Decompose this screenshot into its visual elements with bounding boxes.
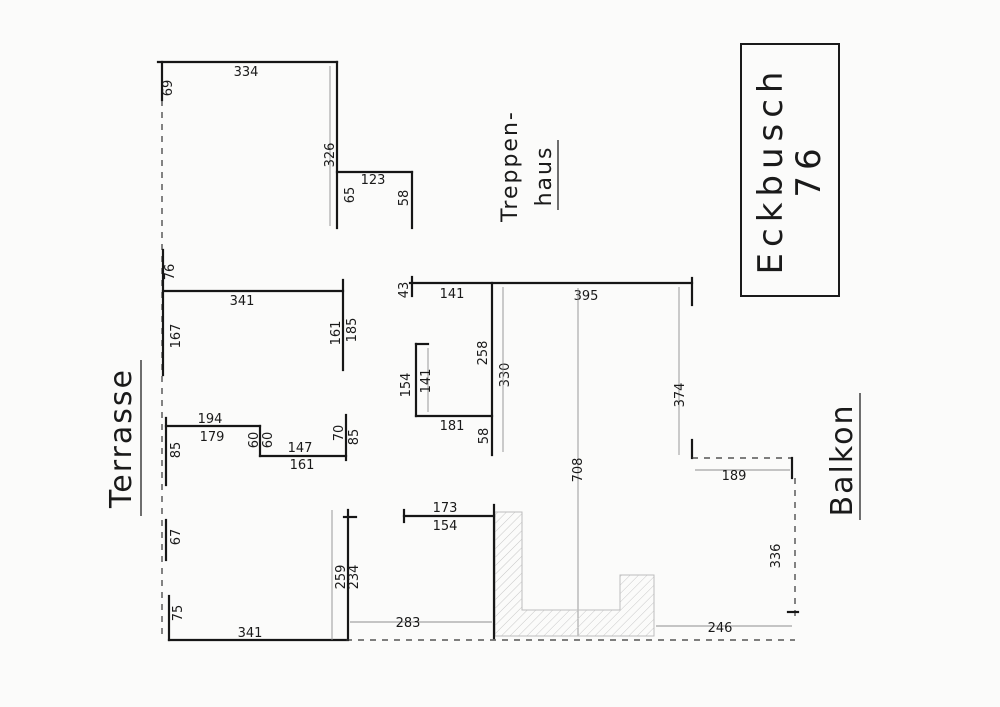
dim-label-330: 330	[498, 363, 513, 388]
dim-label-374: 374	[673, 383, 688, 408]
label-stairwell-1: Treppen-	[498, 110, 523, 223]
dim-label-60b: 60	[261, 432, 276, 449]
dim-label-181: 181	[440, 419, 465, 434]
dim-label-395: 395	[574, 289, 599, 304]
label-balcony: Balkon	[825, 404, 860, 517]
dim-label-85b: 85	[347, 429, 362, 446]
label-terrace: Terrasse	[104, 368, 139, 509]
dim-label-341a: 341	[230, 294, 255, 309]
dim-label-60a: 60	[247, 432, 262, 449]
dim-label-258: 258	[476, 341, 491, 366]
dim-label-167: 167	[169, 324, 184, 349]
dim-label-234: 234	[347, 565, 362, 590]
dim-label-708: 708	[571, 458, 586, 483]
dim-label-141b: 141	[419, 369, 434, 394]
dim-label-154a: 154	[399, 373, 414, 398]
dim-label-67: 67	[169, 529, 184, 546]
dim-label-161a: 161	[329, 321, 344, 346]
dim-label-179: 179	[200, 430, 225, 445]
dim-label-336: 336	[769, 544, 784, 569]
dim-label-85a: 85	[169, 442, 184, 459]
dim-label-161b: 161	[290, 458, 315, 473]
dim-label-173: 173	[433, 501, 458, 516]
dim-label-141a: 141	[440, 287, 465, 302]
dim-label-185: 185	[345, 318, 360, 343]
dim-label-43: 43	[397, 282, 412, 299]
dim-label-154b: 154	[433, 519, 458, 534]
dim-label-70: 70	[332, 425, 347, 442]
label-stairwell-2: haus	[532, 146, 557, 207]
dim-label-76: 76	[163, 264, 178, 281]
dim-label-194: 194	[198, 412, 223, 427]
dim-label-65: 65	[343, 187, 358, 204]
dim-label-147: 147	[288, 441, 313, 456]
dim-label-58b: 58	[477, 428, 492, 445]
dim-label-75: 75	[171, 605, 186, 622]
dim-label-326: 326	[323, 143, 338, 168]
hatched-area	[494, 511, 655, 637]
dim-label-69: 69	[161, 80, 176, 97]
title-street: Eckbusch	[751, 66, 791, 275]
dim-label-123: 123	[361, 173, 386, 188]
dim-label-283: 283	[396, 616, 421, 631]
title-box	[740, 43, 840, 297]
dim-label-189: 189	[722, 469, 747, 484]
dim-label-334: 334	[234, 65, 259, 80]
dim-label-341b: 341	[238, 626, 263, 641]
title-number: 76	[789, 142, 829, 197]
dim-label-58a: 58	[397, 190, 412, 207]
dim-label-246: 246	[708, 621, 733, 636]
dim-label-259: 259	[334, 565, 349, 590]
